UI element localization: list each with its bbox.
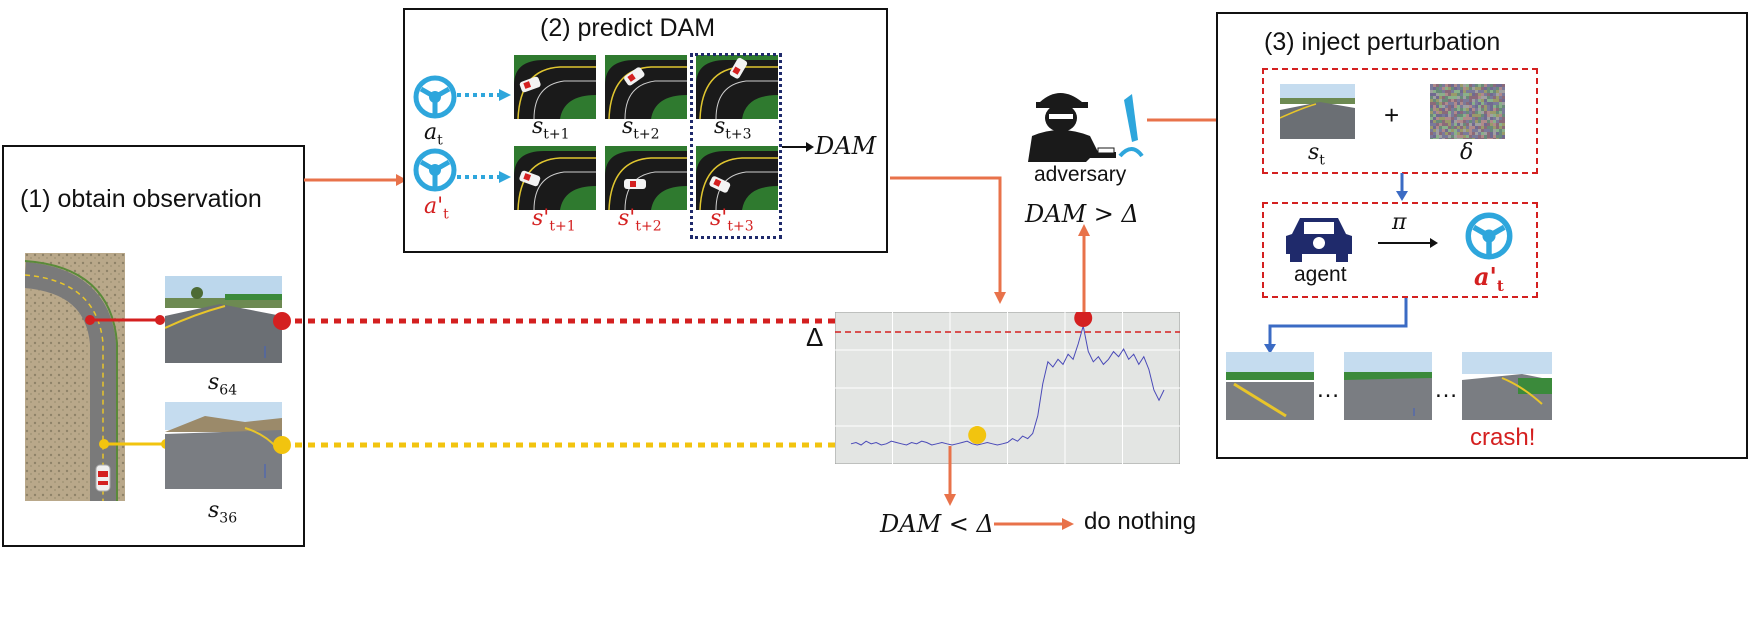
tile-sp-t3	[695, 145, 779, 210]
arrow-agent-to-frames	[1264, 298, 1408, 354]
state-prime-label-t2: s't+2	[618, 206, 662, 235]
state-prime-label-t1: s't+1	[532, 206, 576, 235]
arrow-observe-to-predict	[304, 174, 407, 186]
action-a-label: at	[424, 120, 443, 149]
steering-wheel-icon	[413, 75, 457, 119]
tile-sp-t1	[514, 145, 597, 210]
agent-label: agent	[1294, 263, 1347, 286]
peak-marker	[1074, 312, 1093, 327]
ellipsis-2: …	[1434, 376, 1458, 403]
arrow-low-to-condition	[944, 446, 956, 506]
condition-high: DAM > Δ	[1025, 200, 1139, 228]
threshold-symbol: Δ	[806, 322, 824, 352]
state-label-t2: st+2	[622, 114, 660, 143]
steering-wheel-prime-icon	[413, 148, 457, 192]
predict-title: (2) predict DAM	[540, 14, 716, 42]
state-label-t3: st+3	[714, 114, 752, 143]
inject-title: (3) inject perturbation	[1264, 28, 1501, 56]
state-frame-image	[1280, 84, 1355, 139]
outcome-frame-2	[1344, 352, 1432, 420]
plus-sign: +	[1384, 100, 1400, 130]
arrow-perturb-to-agent	[1396, 173, 1408, 201]
state-st-label: st	[1308, 140, 1325, 169]
do-nothing-label: do nothing	[1084, 508, 1197, 535]
ellipsis-1: …	[1316, 376, 1340, 403]
action-a-prime-label: a't	[424, 194, 449, 223]
agent-group-box	[1262, 202, 1538, 298]
track-map-image	[25, 253, 125, 501]
policy-label: π	[1392, 210, 1407, 235]
dam-chart	[835, 312, 1180, 464]
tile-sp-t2	[604, 145, 688, 210]
driving-view-s36	[165, 402, 282, 489]
predict-panel	[403, 8, 888, 253]
observation-title: (1) obtain observation	[20, 185, 262, 213]
rollout-tiles	[514, 55, 779, 210]
dam-series-line	[850, 325, 1165, 446]
car-icon	[1286, 218, 1352, 262]
dam-output-label: DAM	[815, 132, 877, 160]
low-marker	[968, 426, 987, 445]
arrow-to-dam	[782, 142, 814, 152]
noise-delta-label: δ	[1460, 140, 1474, 165]
noise-image	[1430, 84, 1505, 139]
s36-label: s36	[208, 498, 238, 527]
arrow-peak-to-condition	[1078, 224, 1090, 314]
arrow-predict-to-chart	[890, 176, 1006, 304]
car-top-icon	[95, 464, 111, 492]
s64-label: s64	[208, 370, 238, 399]
t3-highlight-box	[690, 53, 782, 239]
perturbed-action-label: a't	[1474, 262, 1504, 295]
arrow-policy	[1378, 238, 1438, 248]
state-prime-label-t3: s't+3	[710, 206, 754, 235]
crash-label: crash!	[1470, 424, 1536, 451]
outcome-frame-3	[1462, 352, 1552, 420]
driving-view-s64	[165, 276, 282, 363]
state-label-t1: st+1	[532, 114, 570, 143]
steering-wheel-output-icon	[1465, 212, 1513, 260]
adversary-label: adversary	[1034, 163, 1127, 186]
tile-s-t1	[514, 55, 597, 120]
hacker-icon	[1028, 93, 1144, 162]
condition-low: DAM < Δ	[880, 510, 994, 538]
outcome-frame-1	[1226, 352, 1314, 420]
rollout-arrows	[457, 89, 511, 183]
tile-s-t2	[604, 55, 688, 120]
perturb-group-box	[1262, 68, 1538, 174]
tile-s-t3	[695, 55, 779, 120]
arrow-to-do-nothing	[994, 518, 1074, 530]
